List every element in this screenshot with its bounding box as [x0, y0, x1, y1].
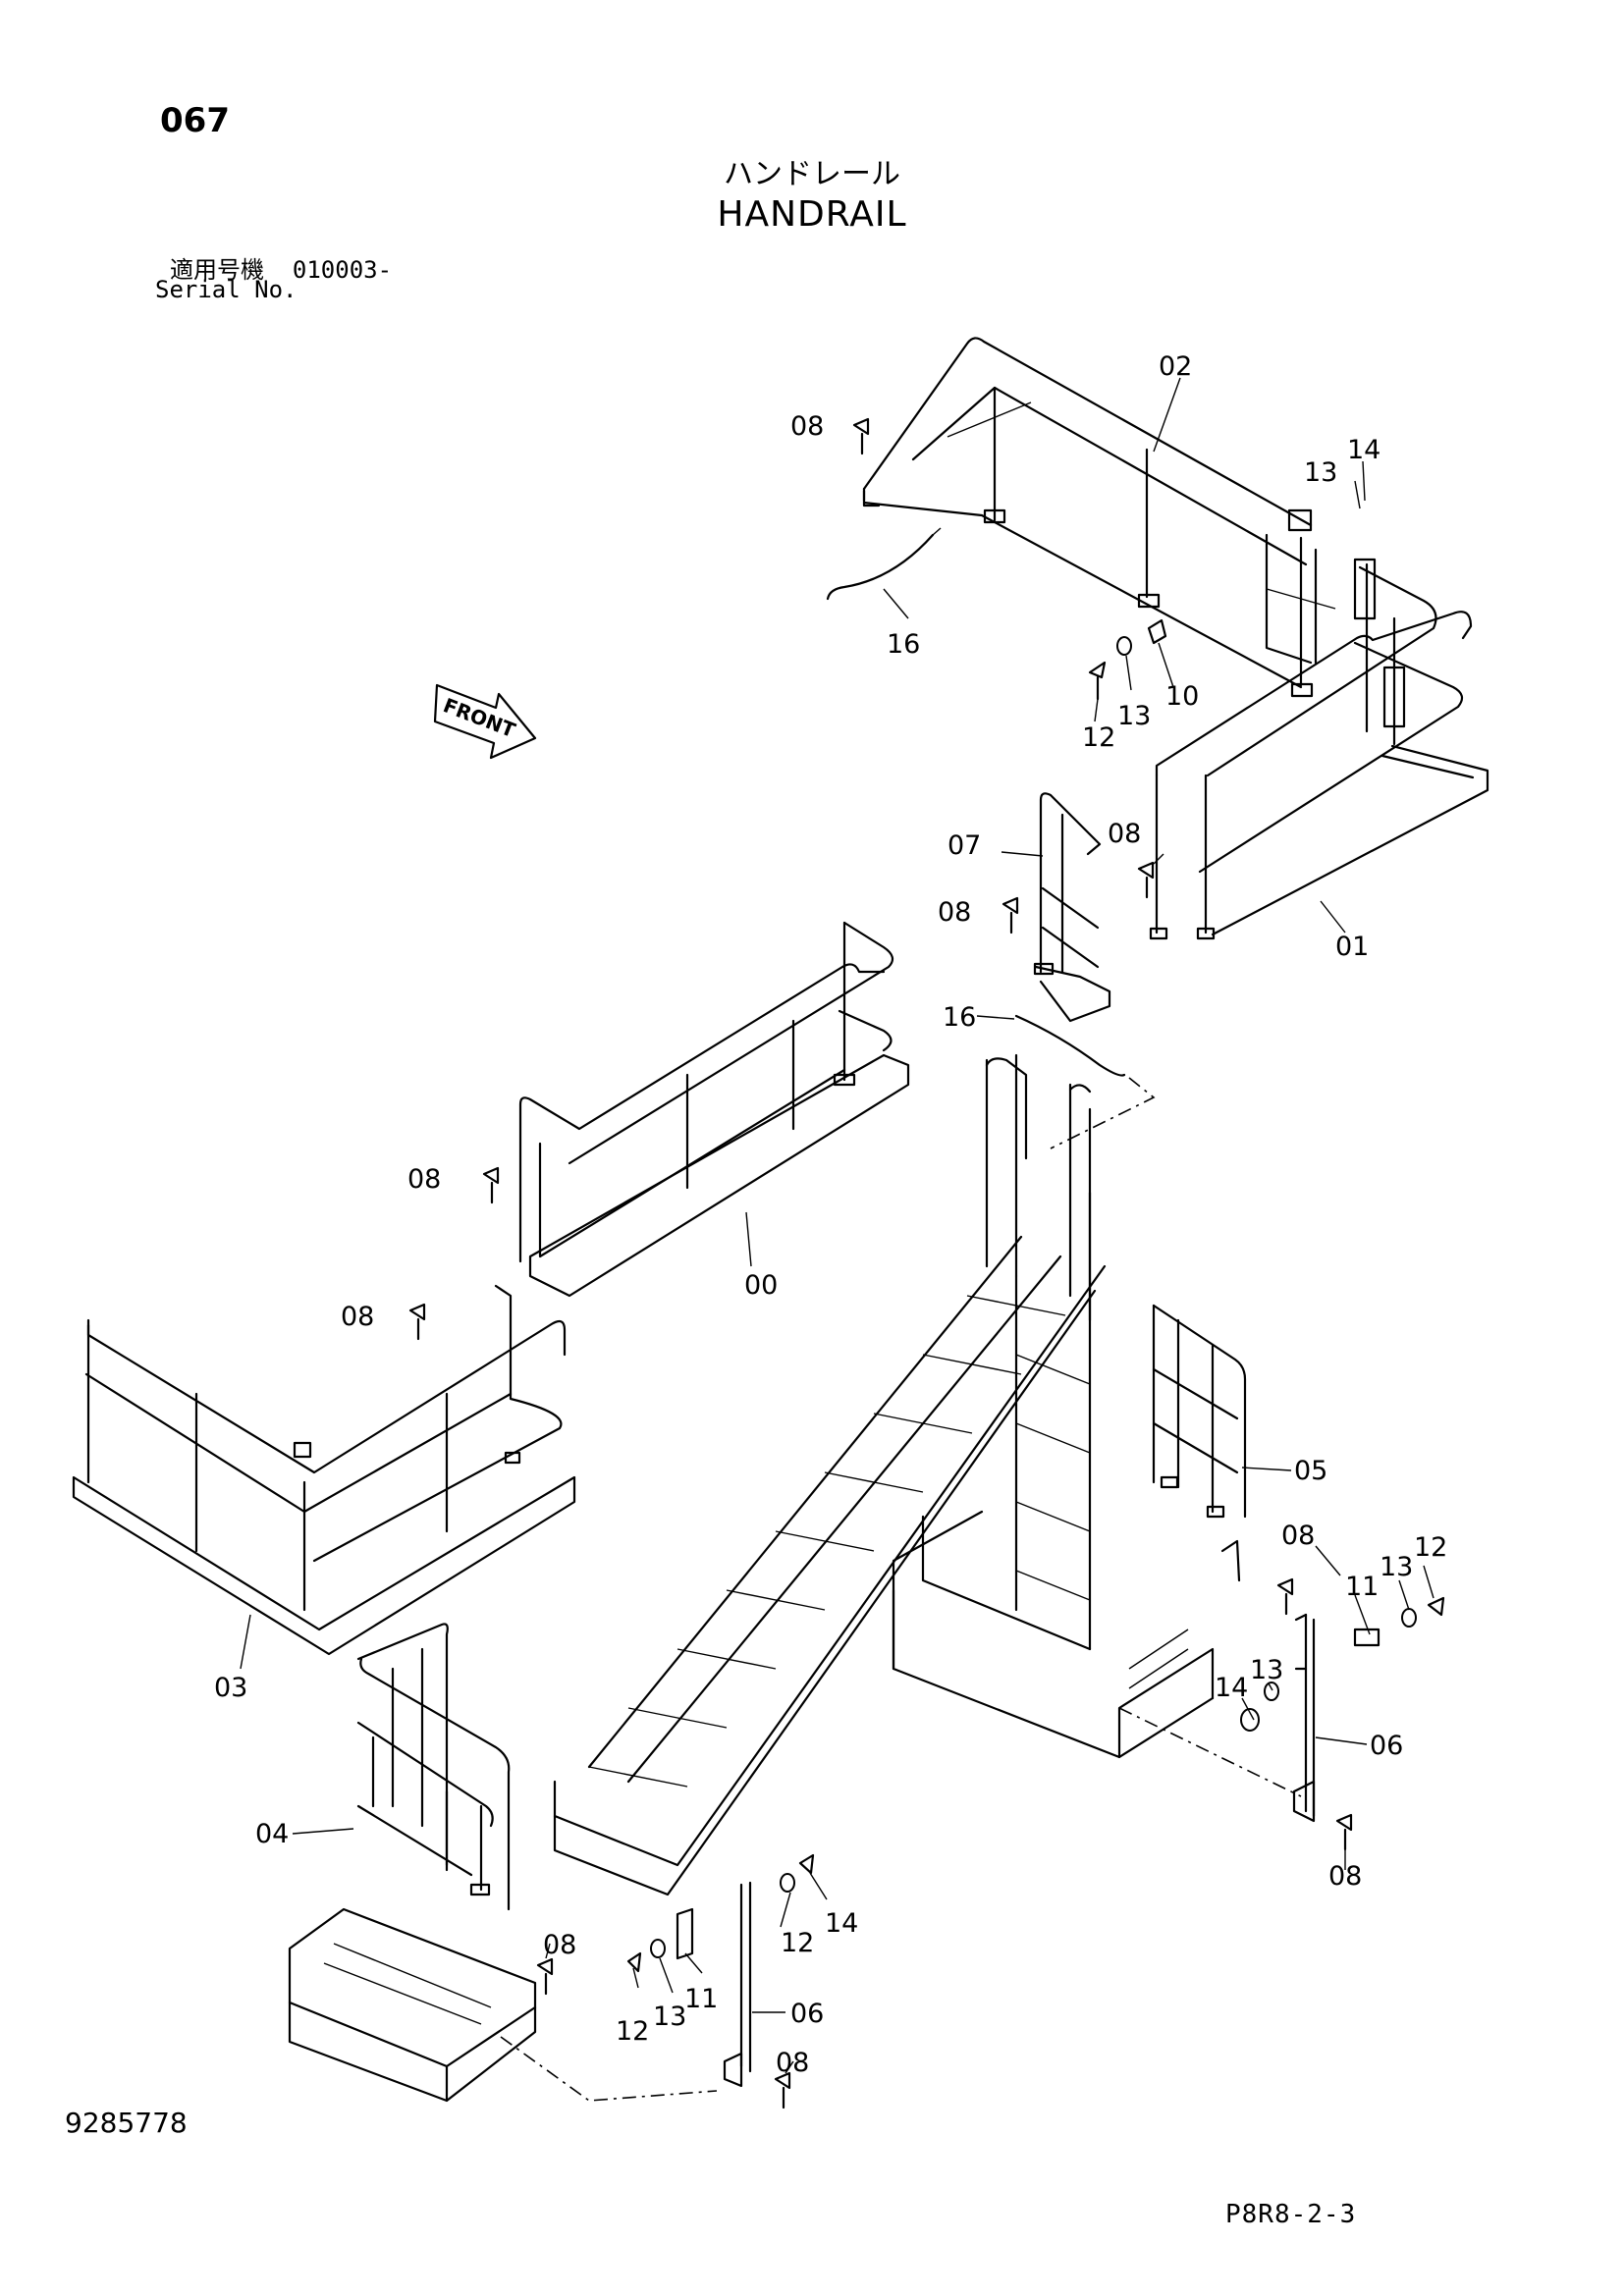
callout-08: 08 — [1281, 1521, 1315, 1551]
part-00-handrail — [518, 921, 910, 1298]
callout-08: 08 — [1328, 1861, 1362, 1892]
front-direction-arrow: FRONT — [433, 683, 537, 760]
callout-08: 08 — [407, 1164, 441, 1195]
callout-16: 16 — [887, 629, 920, 660]
callout-06: 06 — [790, 1999, 824, 2029]
callout-13: 13 — [1250, 1655, 1283, 1685]
callout-10: 10 — [1165, 681, 1199, 712]
base-box-lower — [288, 1907, 718, 2103]
callout-08: 08 — [790, 411, 824, 442]
callout-13: 13 — [1380, 1552, 1413, 1582]
callout-02: 01 — [1335, 932, 1369, 962]
callout-00: 00 — [744, 1270, 778, 1301]
serial-applicability: 適用号機 010003- — [170, 250, 392, 285]
part-02-handrail — [1149, 558, 1489, 940]
part-16-chain-middle — [1014, 1014, 1156, 1149]
callout-04: 04 — [255, 1819, 289, 1849]
callout-12: 12 — [1414, 1532, 1447, 1563]
callout-11: 11 — [1345, 1572, 1379, 1602]
title-japanese: ハンドレール — [724, 157, 900, 191]
fastener-set-upper — [1088, 618, 1167, 701]
callout-11: 11 — [684, 1984, 718, 2014]
callout-05: 05 — [1294, 1456, 1327, 1486]
serial-label-en: Serial No. — [155, 276, 298, 303]
document-number: 9285778 — [65, 2107, 188, 2139]
part-06-post-right — [1240, 1596, 1445, 1823]
callout-07: 07 — [947, 830, 981, 861]
part-06-post-lower — [626, 1853, 815, 2088]
callout-08: 08 — [341, 1302, 374, 1332]
page-code: P8R8-2-3 — [1225, 2200, 1357, 2229]
part-05-handrail — [1152, 1304, 1247, 1582]
serial-value: 010003- — [292, 256, 393, 284]
callout-01: 03 — [214, 1673, 247, 1703]
leader-lines — [240, 377, 1435, 2074]
title-english: HANDRAIL — [717, 194, 907, 235]
callout-12: 12 — [616, 2016, 649, 2047]
callout-13: 13 — [1117, 701, 1151, 731]
bolt-08-set — [408, 417, 1353, 2109]
part-07-handrail — [1033, 792, 1111, 1023]
callout-13: 13 — [1304, 457, 1337, 488]
page-number: 067 — [160, 101, 230, 140]
callout-08: 08 — [543, 1930, 576, 1960]
part-16-chain-upper — [826, 527, 942, 601]
callout-03: 02 — [1159, 351, 1192, 382]
part-01-handrail — [72, 1284, 576, 1656]
callout-13: 13 — [653, 2002, 686, 2032]
callout-14: 14 — [1215, 1673, 1248, 1703]
callout-13: 12 — [781, 1928, 814, 1958]
part-04-handrail — [356, 1623, 511, 1911]
callout-08: 08 — [938, 897, 971, 928]
callout-08: 08 — [776, 2048, 809, 2078]
callout-14: 14 — [1347, 435, 1380, 465]
callout-labels: 02 08 14 13 16 10 13 12 07 08 08 01 16 0… — [214, 351, 1447, 2078]
callout-12: 12 — [1082, 722, 1115, 753]
callout-08: 08 — [1108, 819, 1141, 849]
serial-label-jp: 適用号機 — [170, 256, 264, 284]
callout-06: 06 — [1370, 1731, 1403, 1761]
callout-16: 16 — [943, 1002, 976, 1033]
callout-14: 14 — [825, 1908, 858, 1939]
part-03-handrail — [862, 337, 1336, 698]
stairway — [553, 1053, 1302, 1896]
